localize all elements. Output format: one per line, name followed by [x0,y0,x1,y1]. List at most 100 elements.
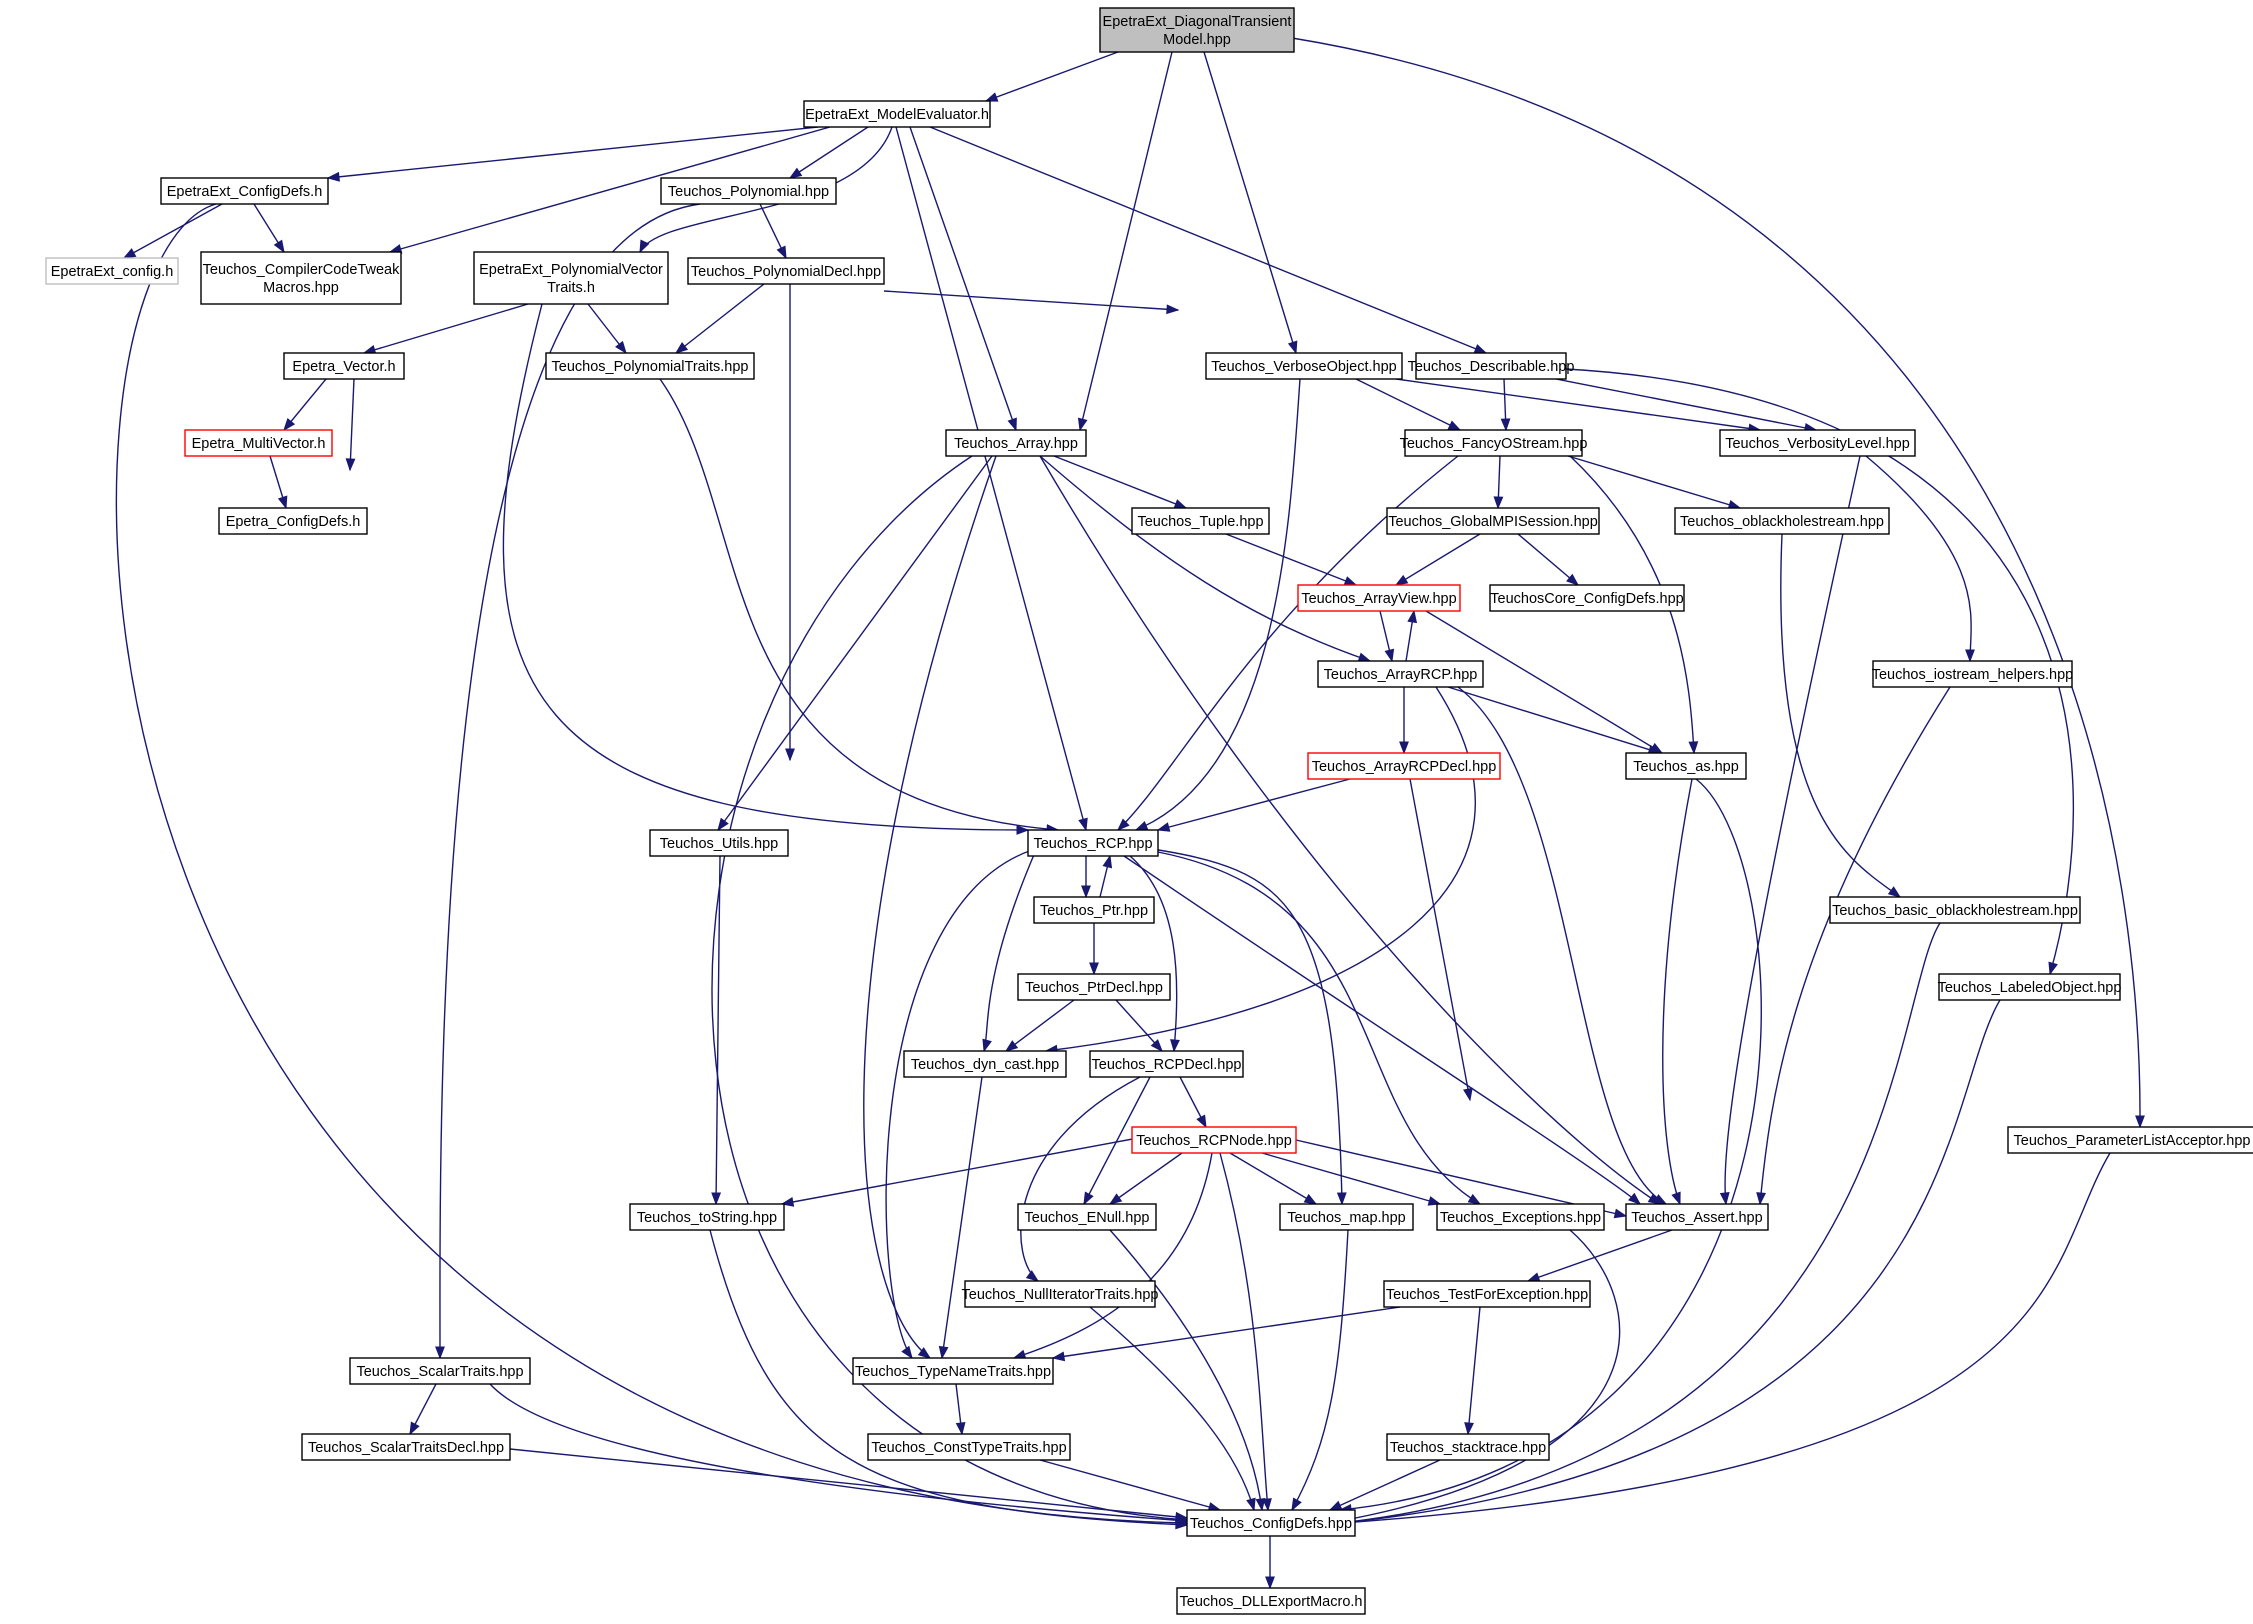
node-ecfg[interactable]: Epetra_ConfigDefs.h [218,507,368,535]
edge-line [1447,686,1661,754]
edge-line [502,303,1029,831]
edge-line [1219,1152,1269,1511]
node-box [1279,1203,1414,1231]
edge-line [1409,778,1471,1101]
node-scalardecl[interactable]: Teuchos_ScalarTraitsDecl.hpp [301,1433,511,1461]
node-tcfg[interactable]: Teuchos_ConfigDefs.hpp [1186,1509,1356,1537]
node-exc[interactable]: Teuchos_Exceptions.hpp [1436,1203,1605,1231]
arrowhead [1291,1497,1302,1512]
node-scalar[interactable]: Teuchos_ScalarTraits.hpp [349,1357,531,1385]
node-tfe[interactable]: Teuchos_TestForException.hpp [1383,1280,1591,1308]
node-label: Teuchos_VerboseObject.hpp [1211,359,1396,375]
node-evec[interactable]: Epetra_Vector.h [283,352,405,380]
node-enull[interactable]: Teuchos_ENull.hpp [1017,1203,1157,1231]
node-polydecl[interactable]: Teuchos_PolynomialDecl.hpp [687,257,885,285]
node-tostr[interactable]: Teuchos_toString.hpp [629,1203,785,1231]
edge-line [885,849,1033,1359]
node-verbose[interactable]: Teuchos_VerboseObject.hpp [1205,352,1403,380]
node-describ[interactable]: Teuchos_Describable.hpp [1408,352,1575,380]
node-label: Teuchos_PtrDecl.hpp [1025,980,1163,996]
arrowhead [1357,652,1372,662]
edge-line [1291,1229,1349,1511]
node-arcpdecl[interactable]: Teuchos_ArrayRCPDecl.hpp [1307,752,1501,780]
node-ctt[interactable]: Teuchos_ConstTypeTraits.hpp [867,1433,1071,1461]
node-nit[interactable]: Teuchos_NullIteratorTraits.hpp [962,1280,1159,1308]
node-verblvl[interactable]: Teuchos_VerbosityLevel.hpp [1719,429,1916,457]
node-as[interactable]: Teuchos_as.hpp [1625,752,1747,780]
node-obh[interactable]: Teuchos_oblackholestream.hpp [1674,507,1890,535]
node-dll[interactable]: Teuchos_DLLExportMacro.h [1176,1587,1366,1615]
arrowhead [984,92,999,102]
node-box [1297,584,1461,612]
node-box [1674,507,1890,535]
node-box [1027,829,1159,857]
node-arcp[interactable]: Teuchos_ArrayRCP.hpp [1317,660,1484,688]
node-cfgdefs[interactable]: EpetraExt_ConfigDefs.h [160,177,329,205]
node-stack[interactable]: Teuchos_stacktrace.hpp [1386,1433,1550,1461]
node-label: Teuchos_stacktrace.hpp [1390,1440,1546,1456]
node-epxcfg[interactable]: EpetraExt_config.h [45,257,179,285]
node-rcp[interactable]: Teuchos_RCP.hpp [1027,829,1159,857]
node-box [803,100,991,128]
node-box [1872,660,2073,688]
node-poly[interactable]: Teuchos_Polynomial.hpp [660,177,837,205]
node-box [1131,1126,1297,1154]
node-gmpi[interactable]: Teuchos_GlobalMPISession.hpp [1386,507,1600,535]
edge-line [1567,455,1741,509]
node-ptraits[interactable]: Teuchos_PolynomialTraits.hpp [545,352,755,380]
edge-as-to-tcfg [1338,778,1762,1514]
node-label: Macros.hpp [263,280,339,296]
edge-line [1759,686,1951,1205]
edge-arcp-to-aview [1405,609,1418,662]
arrowhead [1336,1192,1347,1206]
node-pla[interactable]: Teuchos_ParameterListAcceptor.hpp [2007,1126,2253,1154]
edge-cfgdefs-to-cctm [253,203,285,254]
node-assert[interactable]: Teuchos_Assert.hpp [1625,1203,1769,1231]
node-ptrdecl[interactable]: Teuchos_PtrDecl.hpp [1017,973,1171,1001]
node-labeled[interactable]: Teuchos_LabeledObject.hpp [1938,973,2122,1001]
node-box [1386,507,1600,535]
node-label: Teuchos_ArrayRCPDecl.hpp [1312,759,1497,775]
edge-utils-to-tostr [711,855,722,1206]
node-fancy[interactable]: Teuchos_FancyOStream.hpp [1400,429,1588,457]
edge-line [1039,455,1661,1205]
node-aview[interactable]: Teuchos_ArrayView.hpp [1297,584,1461,612]
arrowhead [2135,1115,2145,1129]
node-box [1017,973,1171,1001]
edge-polydecl-to-describ [883,290,1180,315]
edge-line [909,126,1017,431]
node-rcpnode[interactable]: Teuchos_RCPNode.hpp [1131,1126,1297,1154]
node-box [1205,352,1403,380]
node-dyncast[interactable]: Teuchos_dyn_cast.hpp [903,1050,1067,1078]
node-box [1404,429,1583,457]
node-tcore[interactable]: TeuchosCore_ConfigDefs.hpp [1489,584,1685,612]
node-box [1017,1203,1157,1231]
node-emv[interactable]: Epetra_MultiVector.h [184,429,333,457]
node-tuple[interactable]: Teuchos_Tuple.hpp [1131,507,1270,535]
arrowhead [1116,818,1130,831]
edge-me-to-describ [929,126,1488,354]
node-box [1415,352,1567,380]
node-ioh[interactable]: Teuchos_iostream_helpers.hpp [1872,660,2074,688]
edge-me-to-array [909,126,1017,432]
node-array[interactable]: Teuchos_Array.hpp [945,429,1087,457]
edge-fancy-to-as [1569,455,1699,755]
edge-line [363,303,529,354]
node-utils[interactable]: Teuchos_Utils.hpp [649,829,789,857]
edge-line [1467,1306,1481,1435]
node-tnt[interactable]: Teuchos_TypeNameTraits.hpp [852,1357,1054,1385]
node-rcpdecl[interactable]: Teuchos_RCPDecl.hpp [1089,1050,1244,1078]
node-layer: EpetraExt_DiagonalTransientModel.hppEpet… [45,7,2253,1615]
edge-root-to-array [1077,51,1173,432]
node-label: Teuchos_Array.hpp [954,436,1078,452]
arrowhead [1407,609,1418,624]
node-map[interactable]: Teuchos_map.hpp [1279,1203,1414,1231]
node-bobh[interactable]: Teuchos_basic_oblackholestream.hpp [1829,896,2081,924]
node-label: Epetra_MultiVector.h [192,436,326,452]
node-me[interactable]: EpetraExt_ModelEvaluator.h [803,100,991,128]
arrowhead [1965,649,1975,663]
node-ptr[interactable]: Teuchos_Ptr.hpp [1033,896,1155,924]
